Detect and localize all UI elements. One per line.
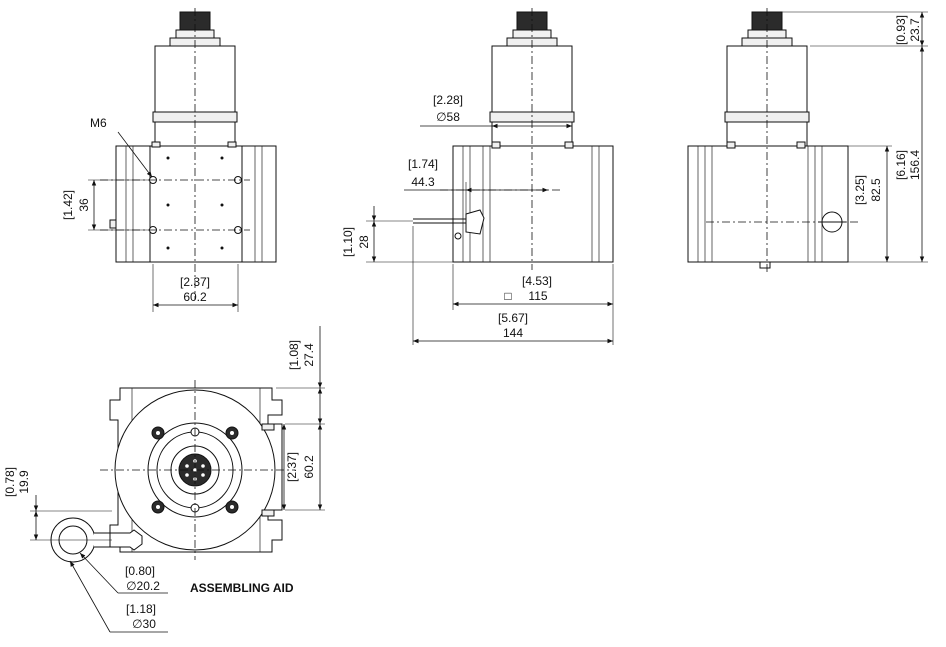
dim-1564: 156.4 (908, 150, 922, 180)
dim-36-in: [1.42] (61, 190, 75, 220)
dim-36: 36 (77, 198, 91, 212)
drum-housing (452, 145, 614, 263)
dim-60-in: [2.37] (180, 275, 210, 289)
dim-202: ∅20.2 (126, 579, 160, 593)
dim-60: 60.2 (183, 290, 207, 304)
dim-58-in: [2.28] (433, 93, 463, 107)
front-view: M6 [1.42] 36 [2.37] 60.2 (61, 8, 277, 312)
dim-28: 28 (357, 235, 371, 249)
dim-115-symbol: □ (504, 289, 511, 303)
dim-237: 23.7 (908, 18, 922, 42)
dim-28-in: [1.10] (341, 227, 355, 257)
dim-58: ∅58 (436, 110, 460, 124)
bolt-icon (151, 426, 239, 514)
axial-view: [1.08] 27.4 [2.37] 60.2 [0.78] 19.9 [0.8… (3, 326, 325, 633)
side-view: [2.28] ∅58 [1.74] 44.3 [1.10] 28 [4.53] … (341, 8, 614, 345)
dim-144: 144 (503, 326, 523, 340)
dim-602: 60.2 (302, 455, 316, 479)
m6-label: M6 (90, 116, 107, 130)
dim-237-in: [0.93] (894, 15, 908, 45)
dim-199: 19.9 (17, 470, 31, 494)
dim-443: 44.3 (411, 175, 435, 189)
dim-30: ∅30 (132, 617, 156, 631)
dim-274-in: [1.08] (287, 340, 301, 370)
dim-30-in: [1.18] (126, 602, 156, 616)
dim-202-in: [0.80] (125, 564, 155, 578)
dim-325-in: [3.25] (853, 175, 867, 205)
rear-view: [0.93] 23.7 [6.16] 156.4 [3.25] 82.5 (687, 8, 928, 275)
dim-825: 82.5 (869, 178, 883, 202)
dim-602-in: [2.37] (285, 452, 299, 482)
dim-144-in: [5.67] (498, 311, 528, 325)
dim-199-in: [0.78] (3, 467, 17, 497)
dim-115-in: [4.53] (522, 274, 552, 288)
drum-housing (687, 145, 849, 263)
dim-274: 27.4 (302, 343, 316, 367)
dim-616-in: [6.16] (894, 150, 908, 180)
dim-443-in: [1.74] (408, 157, 438, 171)
dim-115: 115 (528, 289, 547, 303)
assembling-aid-label: ASSEMBLING AID (190, 581, 294, 595)
